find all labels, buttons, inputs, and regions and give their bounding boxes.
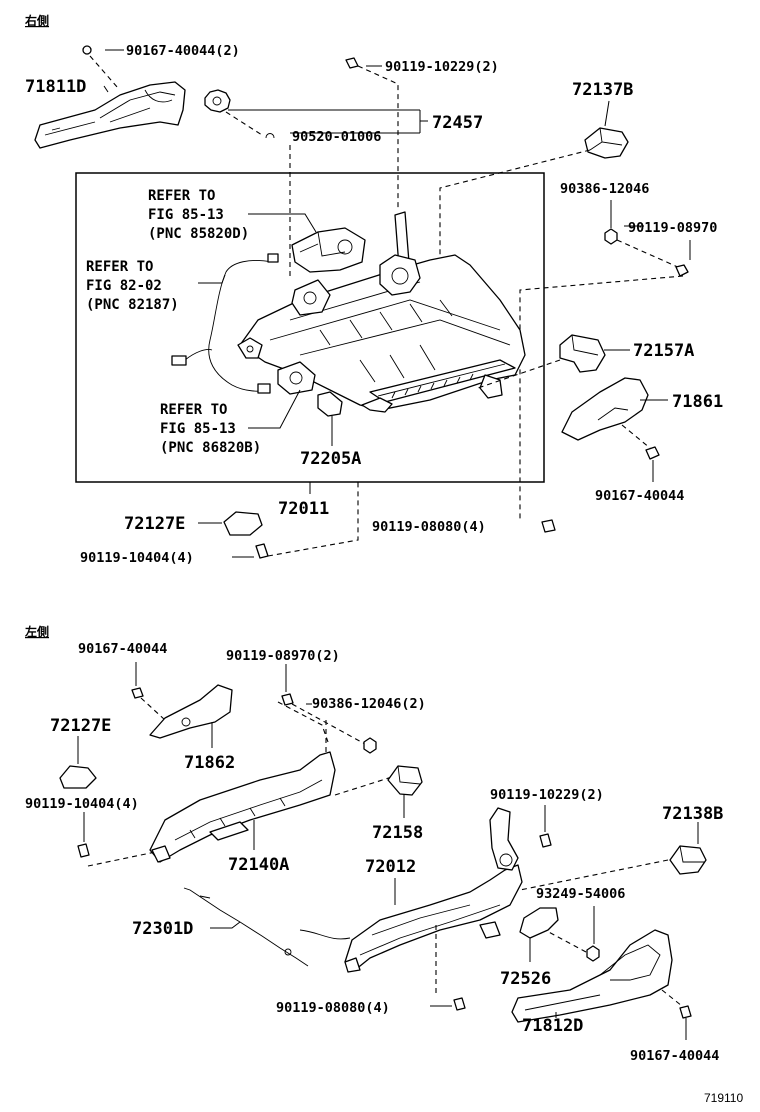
part-72301d-cable bbox=[183, 887, 309, 967]
label-lower-72158: 72158 bbox=[372, 823, 423, 843]
part-72526-lever bbox=[519, 907, 559, 939]
svg-text:FIG 82-02: FIG 82-02 bbox=[86, 278, 162, 294]
bolt-90167-40044-lower-b bbox=[661, 989, 692, 1019]
part-72127e-upper bbox=[223, 511, 263, 536]
part-72205a bbox=[317, 391, 343, 417]
label-lower-90386-12046-2: 90386-12046(2) bbox=[312, 696, 426, 712]
label-lower-72301d: 72301D bbox=[132, 919, 193, 939]
part-72012-adjuster bbox=[299, 807, 523, 973]
bolt-90119-10229 bbox=[345, 57, 399, 210]
label-71811d: 71811D bbox=[25, 77, 86, 97]
refer-86820b: REFER TO FIG 85-13 (PNC 86820B) bbox=[160, 402, 261, 456]
label-lower-72127e: 72127E bbox=[50, 716, 111, 736]
label-90167-40044: 90167-40044 bbox=[595, 488, 684, 504]
nut-90386-12046-lower bbox=[363, 737, 377, 754]
label-71861: 71861 bbox=[672, 392, 723, 412]
svg-text:FIG 85-13: FIG 85-13 bbox=[148, 207, 224, 223]
label-72457: 72457 bbox=[432, 113, 483, 133]
label-lower-90119-10229-2: 90119-10229(2) bbox=[490, 787, 604, 803]
label-90119-08970: 90119-08970 bbox=[628, 220, 717, 236]
label-lower-72012: 72012 bbox=[365, 857, 416, 877]
bolt-90167-40044-lower-a bbox=[131, 687, 166, 721]
refer-85820d: REFER TO FIG 85-13 (PNC 85820D) bbox=[148, 188, 249, 242]
figure-id: 719110 bbox=[704, 1091, 743, 1105]
part-71812d-cover bbox=[511, 929, 673, 1023]
part-71861-cover bbox=[561, 377, 649, 441]
label-90119-08080-4: 90119-08080(4) bbox=[372, 519, 486, 535]
bolt-90119-10229-lower bbox=[539, 833, 552, 848]
label-72205a: 72205A bbox=[300, 449, 361, 469]
label-lower-71862: 71862 bbox=[184, 753, 235, 773]
motor-85820d bbox=[291, 227, 366, 273]
part-72158 bbox=[387, 765, 423, 796]
label-lower-90119-08080-4: 90119-08080(4) bbox=[276, 1000, 390, 1016]
label-lower-90167-40044-a: 90167-40044 bbox=[78, 641, 167, 657]
part-72140a-track bbox=[149, 720, 396, 863]
part-72157a bbox=[477, 334, 606, 389]
nut-90386-12046 bbox=[519, 228, 689, 520]
bolt-90119-10404-upper bbox=[255, 480, 359, 559]
refer-82187: REFER TO FIG 82-02 (PNC 82187) bbox=[86, 259, 179, 313]
part-71862-cover bbox=[149, 684, 233, 739]
svg-text:REFER TO: REFER TO bbox=[160, 402, 227, 418]
svg-text:(PNC 82187): (PNC 82187) bbox=[86, 297, 179, 313]
svg-text:REFER TO: REFER TO bbox=[86, 259, 153, 275]
label-lower-72138b: 72138B bbox=[662, 804, 723, 824]
label-72011: 72011 bbox=[278, 499, 329, 519]
label-lower-71812d: 71812D bbox=[522, 1016, 583, 1036]
bolt-90119-08970-lower bbox=[277, 693, 366, 745]
label-lower-72140a: 72140A bbox=[228, 855, 289, 875]
label-90119-10229-2: 90119-10229(2) bbox=[385, 59, 499, 75]
part-72127e-lower bbox=[59, 765, 97, 789]
label-90386-12046: 90386-12046 bbox=[560, 181, 649, 197]
svg-text:(PNC 86820B): (PNC 86820B) bbox=[160, 440, 261, 456]
label-90520-01006: 90520-01006 bbox=[292, 129, 381, 145]
label-72127e: 72127E bbox=[124, 514, 185, 534]
bolt-90167-40044-b bbox=[621, 424, 660, 460]
wire-harness-82187 bbox=[171, 253, 279, 394]
part-71811d-cover bbox=[34, 81, 186, 149]
svg-text:REFER TO: REFER TO bbox=[148, 188, 215, 204]
label-lower-93249-54006: 93249-54006 bbox=[536, 886, 625, 902]
label-90119-10404-4: 90119-10404(4) bbox=[80, 550, 194, 566]
svg-text:(PNC 85820D): (PNC 85820D) bbox=[148, 226, 249, 242]
part-72137b bbox=[439, 127, 629, 260]
part-72457-knob bbox=[204, 89, 291, 280]
label-lower-90119-08970-2: 90119-08970(2) bbox=[226, 648, 340, 664]
label-90167-40044-2: 90167-40044(2) bbox=[126, 43, 240, 59]
section-left-side: 左側 bbox=[24, 624, 49, 639]
label-lower-72526: 72526 bbox=[500, 969, 551, 989]
part-72138b bbox=[519, 845, 707, 891]
label-lower-90119-10404-4: 90119-10404(4) bbox=[25, 796, 139, 812]
bolt-90119-08080-lower bbox=[435, 925, 466, 1011]
label-lower-90167-40044-b: 90167-40044 bbox=[630, 1048, 719, 1064]
svg-text:FIG 85-13: FIG 85-13 bbox=[160, 421, 236, 437]
label-72137b: 72137B bbox=[572, 80, 633, 100]
section-right-side: 右側 bbox=[24, 13, 49, 28]
nut-93249-54006 bbox=[544, 929, 600, 962]
bolt-90119-08080-upper bbox=[541, 519, 556, 533]
bolt-90167-40044-a bbox=[82, 45, 119, 89]
motor-86820b bbox=[277, 361, 316, 395]
label-72157a: 72157A bbox=[633, 341, 694, 361]
